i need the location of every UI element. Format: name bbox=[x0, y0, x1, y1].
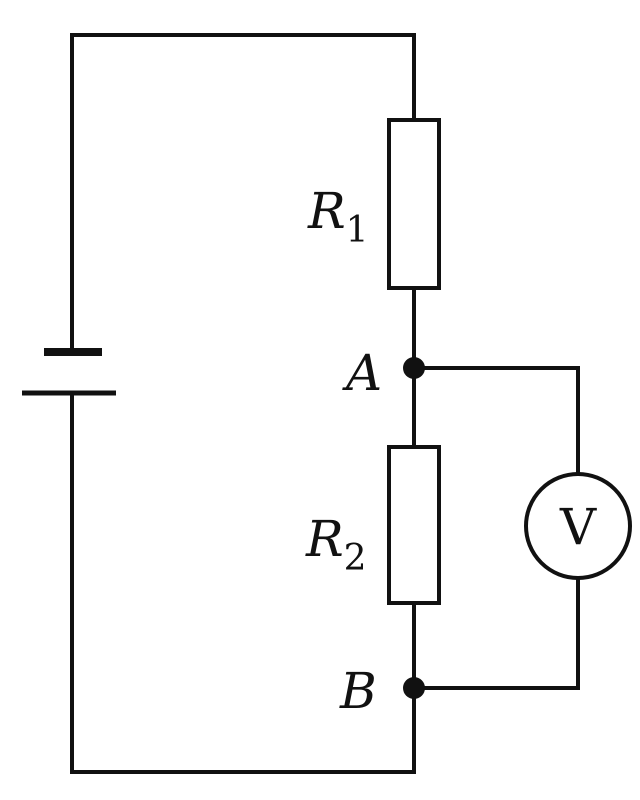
label-r2-symbol: R bbox=[305, 510, 344, 568]
label-node-b: B bbox=[339, 662, 377, 720]
label-r1: R1 bbox=[307, 182, 369, 251]
label-r1-subscript: 1 bbox=[346, 210, 369, 251]
top-wire bbox=[70, 33, 416, 354]
voltmeter-label: V bbox=[559, 498, 597, 556]
voltmeter-wire-bottom bbox=[412, 576, 580, 690]
label-r2: R2 bbox=[305, 510, 367, 579]
node-b-dot bbox=[403, 677, 425, 699]
voltmeter-circle bbox=[524, 472, 632, 580]
label-node-a: A bbox=[342, 344, 382, 402]
resistor-r1 bbox=[387, 118, 441, 290]
bottom-wire bbox=[70, 391, 416, 774]
label-r1-symbol: R bbox=[307, 182, 346, 240]
voltmeter-wire-top bbox=[412, 366, 580, 476]
resistor-r2 bbox=[387, 445, 441, 605]
label-r2-subscript: 2 bbox=[344, 538, 367, 579]
node-a-dot bbox=[403, 357, 425, 379]
